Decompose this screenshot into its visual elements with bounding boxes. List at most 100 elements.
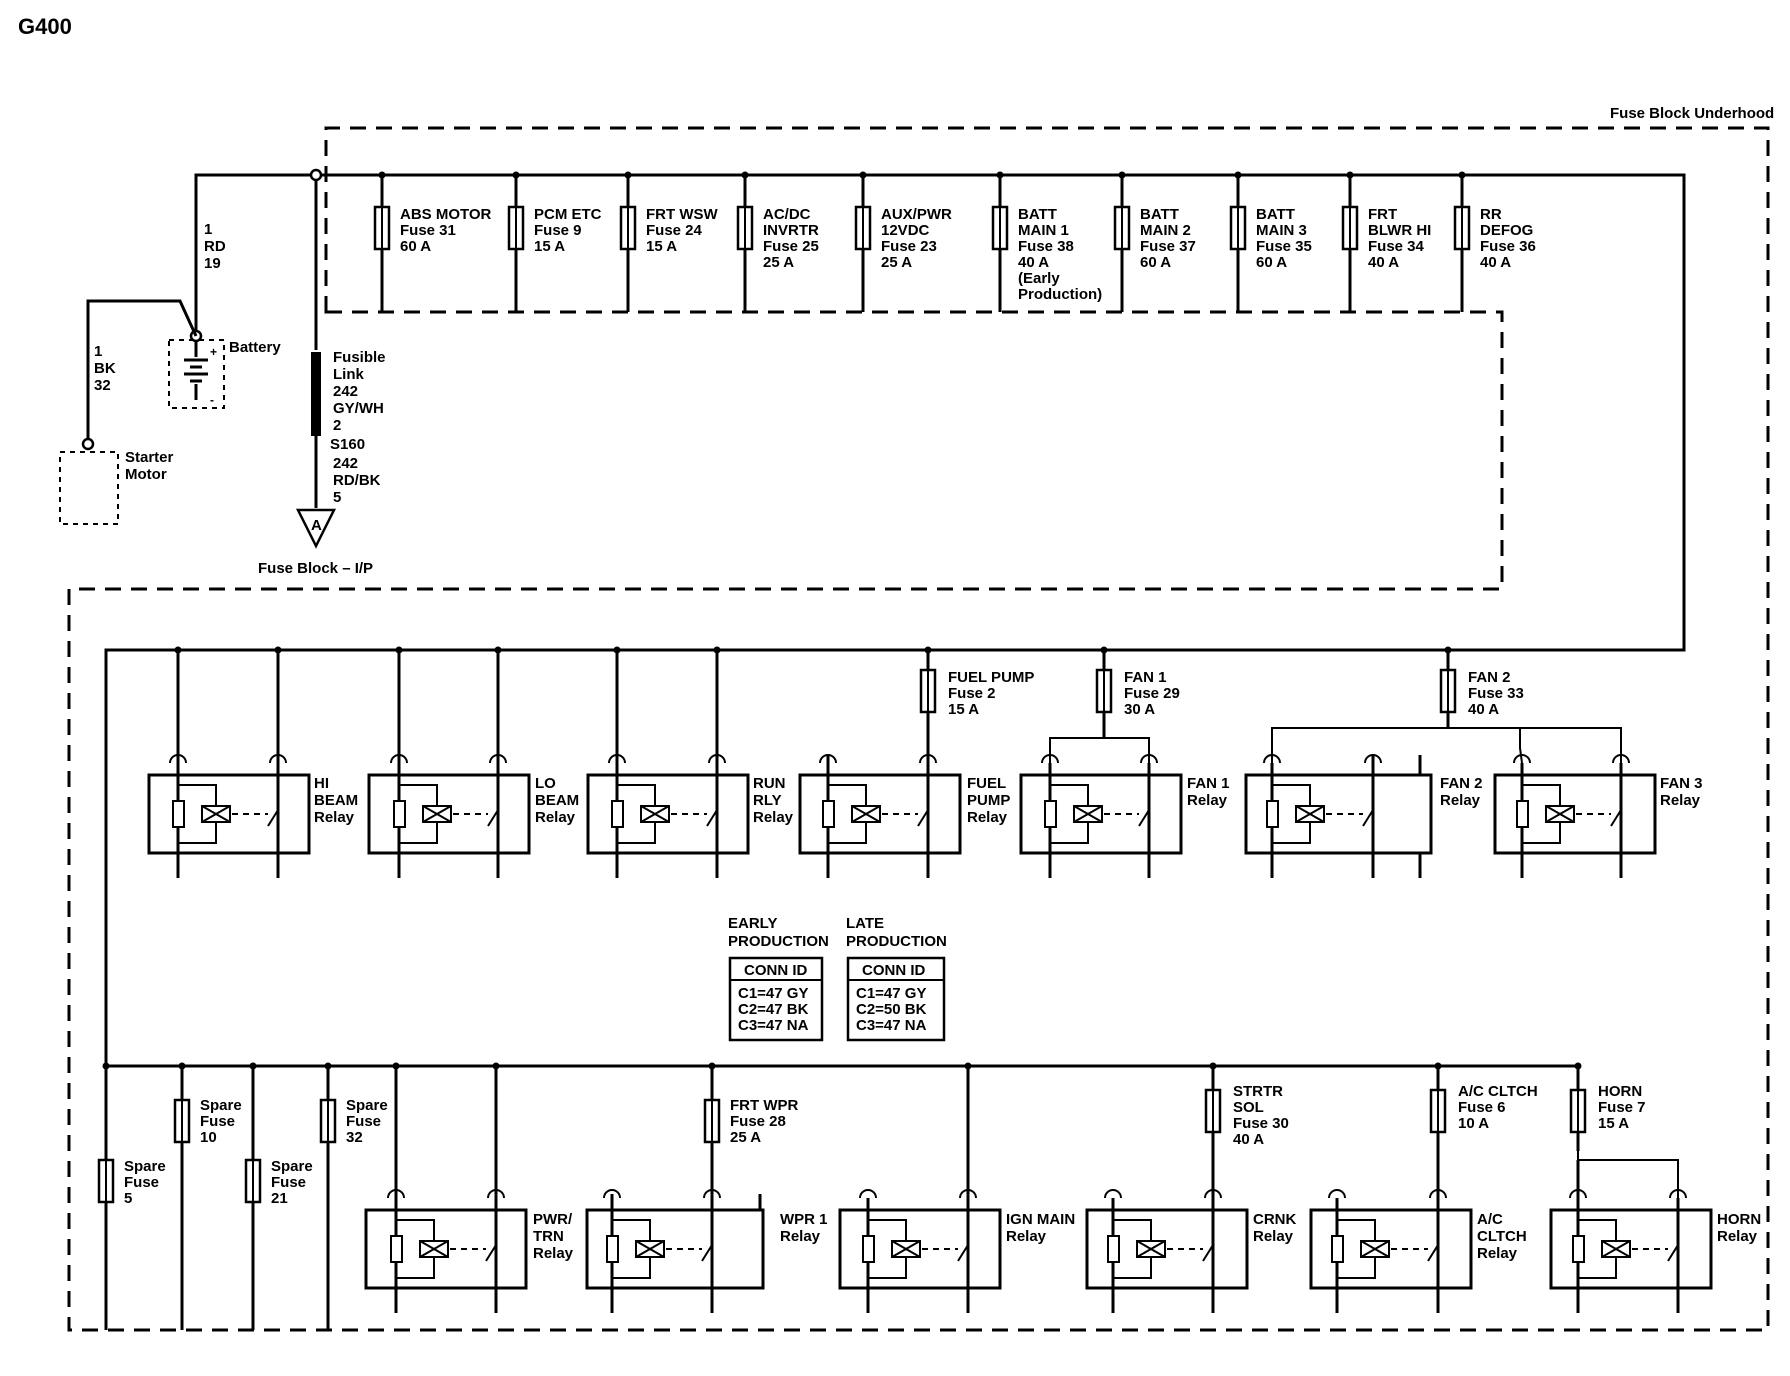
bot-fuse-4-node — [1574, 1062, 1582, 1070]
bot-relay-2-socket-2 — [703, 1189, 721, 1199]
mid-relay-1-label-line-1: HI — [314, 775, 329, 792]
top-fuse-6-label-line-6: Production) — [1018, 286, 1102, 303]
bot-relay-5-socket-1 — [1328, 1189, 1346, 1199]
mid-relay-2-coil-x2 — [422, 805, 452, 823]
mid-relay-3-coil-wire-a — [617, 784, 656, 806]
spare-fuse-3-label-line-2: Fuse — [271, 1174, 306, 1191]
mid-relay-6-coil-x2 — [1295, 805, 1325, 823]
mid-relay-5-coil-wire-a — [1050, 784, 1089, 806]
bot-relay-6-coil-x2 — [1601, 1240, 1631, 1258]
diagram-title: G400 — [18, 14, 72, 39]
mid-relay-2-label-line-3: Relay — [535, 809, 576, 826]
top-fuse-5-label-line-2: 12VDC — [881, 222, 930, 239]
mid-relay-6-resistor — [1266, 800, 1279, 828]
spare-fuse-1-label-line-3: 5 — [124, 1190, 132, 1207]
bot-relay-3-socket-1 — [859, 1189, 877, 1199]
wire-rdbk-1: 242 — [333, 455, 358, 472]
bot-relay-4-resistor — [1107, 1235, 1120, 1263]
wire-rdbk-3: 5 — [333, 489, 341, 506]
mid-relay-1-resistor — [172, 800, 185, 828]
top-fuse-6-label-line-5: (Early — [1018, 270, 1060, 287]
mid-relay-2-socket-1 — [390, 754, 408, 764]
top-fuse-3-label-line-3: 15 A — [646, 238, 677, 255]
fan2-fuse-label-line-2: Fuse 33 — [1468, 685, 1524, 702]
mid-relay-2-socket-2 — [489, 754, 507, 764]
top-fuse-9-label-line-2: BLWR HI — [1368, 222, 1431, 239]
battery-starter-section: Battery + - Starter Motor 1 RD 19 1 BK 3… — [59, 168, 1686, 1330]
mid-relay-5-socket-2 — [1140, 754, 1158, 764]
top-fuse-4-label-line-3: Fuse 25 — [763, 238, 819, 255]
top-fuse-9-label-line-4: 40 A — [1368, 254, 1399, 271]
mid-relay-4-coil-wire-b — [828, 822, 867, 844]
bot-relay-6-coil-wire-a — [1578, 1219, 1617, 1241]
late-head-2: PRODUCTION — [846, 933, 947, 950]
bot-relay-1-socket-1 — [387, 1189, 405, 1199]
mid-relay-3-label-line-2: RLY — [753, 792, 782, 809]
top-fuse-8-label-line-1: BATT — [1256, 206, 1295, 223]
starter-motor-outline — [59, 451, 119, 525]
mid-relay-2-resistor — [393, 800, 406, 828]
spare-fuse-2-label-line-2: Fuse — [200, 1113, 235, 1130]
fan1-fuse-label-line-2: Fuse 29 — [1124, 685, 1180, 702]
bot-relay-3-switch — [957, 1244, 969, 1262]
fan2-fuse-label-line-3: 40 A — [1468, 701, 1499, 718]
bot-relay-4-socket-1 — [1104, 1189, 1122, 1199]
bot-relay-2-resistor — [606, 1235, 619, 1263]
mid-relay-2-coil-wire-a — [399, 784, 438, 806]
early-c1: C1=47 GY — [738, 985, 808, 1002]
bot-relay-6-switch — [1667, 1244, 1679, 1262]
starter-motor-label-1: Starter — [125, 449, 174, 466]
mid-relay-3-switch — [706, 809, 718, 827]
top-fuse-10-label-line-2: DEFOG — [1480, 222, 1533, 239]
fan2-fuse-label-line-1: FAN 2 — [1468, 669, 1511, 686]
mid-relay-7-resistor — [1516, 800, 1529, 828]
bot-relay-3-label-line-1: IGN MAIN — [1006, 1211, 1075, 1228]
fan2-split — [1271, 727, 1622, 763]
bot-relay-6-resistor — [1572, 1235, 1585, 1263]
bot-relay-5-coil-x2 — [1360, 1240, 1390, 1258]
fusible-link-symbol — [311, 352, 321, 436]
mid-relay-3-socket-2 — [708, 754, 726, 764]
spare-fuse-1-label-line-2: Fuse — [124, 1174, 159, 1191]
top-fuse-6-label-line-3: Fuse 38 — [1018, 238, 1074, 255]
bot-relay-1-socket-2 — [487, 1189, 505, 1199]
mid-relay-4-switch — [917, 809, 929, 827]
mid-relay-4-label-line-3: Relay — [967, 809, 1008, 826]
top-fuse-6-label-line-1: BATT — [1018, 206, 1057, 223]
mid-relay-3-coil-wire-b — [617, 822, 656, 844]
fuse-block-ip-label: Fuse Block – I/P — [258, 560, 373, 577]
battery-label: Battery — [229, 339, 281, 356]
top-fuse-10-label-line-1: RR — [1480, 206, 1502, 223]
mid-relay-4-coil-x2 — [851, 805, 881, 823]
early-c2: C2=47 BK — [738, 1001, 809, 1018]
bot-relay-5-label-line-2: CLTCH — [1477, 1228, 1527, 1245]
top-fuse-6-label-line-4: 40 A — [1018, 254, 1049, 271]
mid-relay-3-resistor — [611, 800, 624, 828]
mid-relay-2-label-line-2: BEAM — [535, 792, 579, 809]
bot-relay-5-switch — [1427, 1244, 1439, 1262]
mid-relay-3-coil-x2 — [640, 805, 670, 823]
top-fuse-8-label-line-2: MAIN 3 — [1256, 222, 1307, 239]
connector-a-label: A — [311, 517, 322, 534]
bot-relay-3-coil-wire-b — [868, 1257, 907, 1279]
early-head-1: EARLY — [728, 915, 777, 932]
bot-relay-2-coil-x2 — [635, 1240, 665, 1258]
bot-relay-3-coil-x2 — [891, 1240, 921, 1258]
connector-a-symbol — [295, 508, 337, 549]
top-fuse-2-label-line-3: 15 A — [534, 238, 565, 255]
late-head-1: LATE — [846, 915, 884, 932]
top-fuse-5-label-line-4: 25 A — [881, 254, 912, 271]
top-fuse-4-label-line-4: 25 A — [763, 254, 794, 271]
mid-relay-1-socket-2 — [269, 754, 287, 764]
wire-rd-1: 1 — [204, 221, 212, 238]
mid-relay-3-label-line-3: Relay — [753, 809, 794, 826]
spare-fuse-3-label-line-3: 21 — [271, 1190, 288, 1207]
bot-fuse-2-label-line-4: 40 A — [1233, 1131, 1264, 1148]
top-fuse-8-label-line-4: 60 A — [1256, 254, 1287, 271]
mid-relay-3-socket-1 — [608, 754, 626, 764]
wire-bk-3: 32 — [94, 377, 111, 394]
bot-relay-4-switch — [1202, 1244, 1214, 1262]
